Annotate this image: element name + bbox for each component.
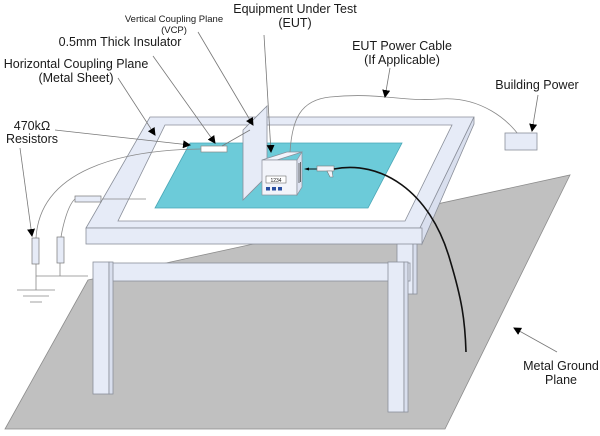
eut-label-line2: (EUT) bbox=[278, 16, 311, 30]
eut-vent-icon bbox=[298, 162, 301, 183]
resistor-network bbox=[17, 148, 202, 303]
hcp-label-line2: (Metal Sheet) bbox=[38, 71, 113, 85]
ground-symbol-icon bbox=[17, 289, 55, 303]
building-power-label: Building Power bbox=[495, 78, 578, 92]
eut-button bbox=[278, 187, 282, 191]
power-cable-label-line1: EUT Power Cable bbox=[352, 39, 452, 53]
leader-lines bbox=[19, 31, 558, 353]
hcp-label-line1: Horizontal Coupling Plane bbox=[4, 57, 149, 71]
resistor bbox=[31, 237, 40, 265]
eut-button bbox=[272, 187, 276, 191]
resistors-label-line2: Resistors bbox=[6, 132, 58, 146]
esd-gun-cable bbox=[333, 166, 467, 353]
eut-button bbox=[266, 187, 270, 191]
resistor bbox=[74, 195, 102, 203]
esd-gun-icon bbox=[304, 165, 335, 178]
vcp-label-line2: (VCP) bbox=[161, 25, 187, 36]
ground-plane-label-line2: Plane bbox=[545, 373, 577, 387]
eut-device: 1234 bbox=[261, 150, 303, 197]
resistor bbox=[56, 236, 65, 264]
ground-plane-label-line1: Metal Ground bbox=[523, 359, 599, 373]
eut-display bbox=[265, 175, 287, 184]
building-power-outlet bbox=[504, 132, 538, 151]
table-front-right-leg bbox=[387, 261, 409, 413]
power-cable-label-line2: (If Applicable) bbox=[364, 53, 440, 67]
insulator-label: 0.5mm Thick Insulator bbox=[59, 35, 182, 49]
eut-label-line1: Equipment Under Test bbox=[233, 2, 357, 16]
eut-display-value: 1234 bbox=[270, 178, 281, 184]
hcp-resistor bbox=[200, 145, 228, 153]
vcp-label-line1: Vertical Coupling Plane bbox=[125, 14, 223, 25]
table-front-left-leg bbox=[92, 261, 114, 395]
table-apron bbox=[99, 262, 411, 282]
eut-power-cable bbox=[289, 95, 523, 153]
resistors-label-line1: 470kΩ bbox=[14, 119, 50, 133]
